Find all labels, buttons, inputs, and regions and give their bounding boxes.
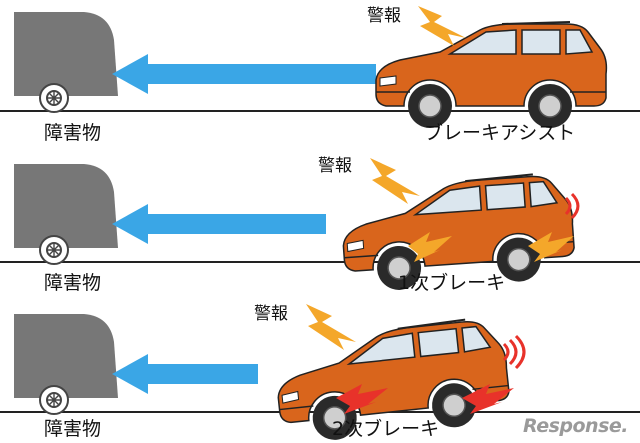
warning-bolt	[418, 6, 466, 46]
warning-arrow	[112, 54, 376, 94]
scene-3	[0, 304, 640, 443]
stage-label: 2次ブレーキ	[332, 418, 440, 440]
stage-label: 1次ブレーキ	[398, 272, 506, 294]
obstacle-label: 障害物	[44, 272, 102, 294]
obstacle-truck	[13, 11, 119, 113]
brake-flash	[336, 384, 388, 414]
brake-flash	[528, 232, 574, 262]
warning-arrow	[112, 354, 258, 394]
obstacle-truck	[13, 313, 119, 415]
sound-waves	[564, 192, 580, 220]
warning-label: 警報	[318, 156, 352, 176]
brake-flash	[462, 384, 514, 414]
warning-bolt	[306, 304, 356, 350]
scene-2	[0, 158, 640, 295]
warning-bolt	[370, 158, 420, 204]
stage-label: ブレーキアシスト	[424, 122, 576, 144]
obstacle-truck	[13, 163, 119, 265]
obstacle-label: 障害物	[44, 418, 102, 440]
warning-label: 警報	[254, 304, 288, 324]
obstacle-label: 障害物	[44, 122, 102, 144]
warning-arrow	[112, 204, 326, 244]
brake-flash	[408, 232, 452, 262]
watermark-logo: Response.	[523, 415, 628, 437]
brake-flashes	[408, 232, 574, 262]
brake-flashes	[336, 384, 514, 414]
suv-car	[375, 21, 608, 129]
scene-1	[0, 6, 640, 129]
warning-label: 警報	[367, 6, 401, 26]
sound-waves	[502, 334, 526, 370]
